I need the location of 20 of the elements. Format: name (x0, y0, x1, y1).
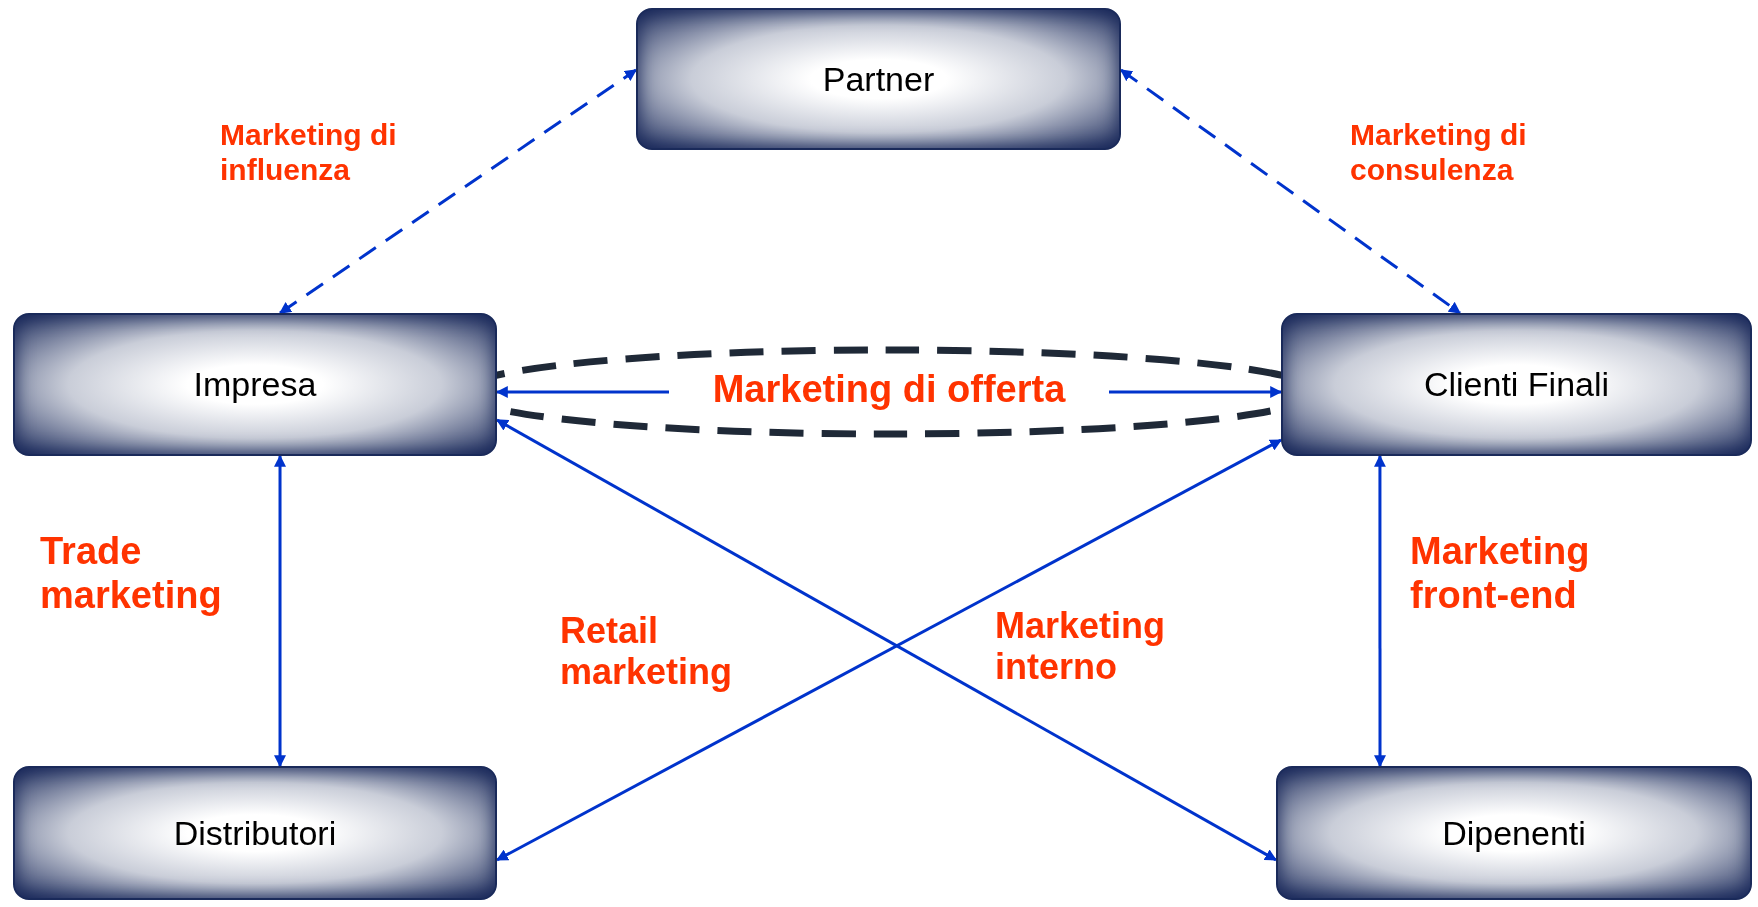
edge-label: Marketing front-end (1410, 530, 1591, 618)
edge-label: Retail marketing (560, 610, 734, 693)
edge-label: Marketing interno (995, 605, 1167, 688)
double-arrow (1373, 454, 1386, 768)
gradient-box (1276, 766, 1752, 900)
gradient-box (636, 8, 1121, 150)
node-label: Clienti Finali (1423, 364, 1610, 405)
gradient-box (13, 313, 497, 456)
gradient-box (13, 766, 497, 900)
node-label: Dipenenti (1442, 812, 1586, 854)
node-label: Impresa (193, 364, 317, 405)
double-arrow (274, 454, 286, 768)
gradient-box (1281, 313, 1752, 456)
double-arrow (279, 68, 637, 315)
node-label: Distributori (173, 812, 337, 854)
edge-label: Marketing di influenza (220, 118, 398, 187)
node-label: Partner (822, 58, 935, 100)
edge-label: Marketing di consulenza (1350, 118, 1528, 187)
edge-label: Trade marketing (40, 530, 223, 618)
double-arrow (1120, 68, 1461, 315)
